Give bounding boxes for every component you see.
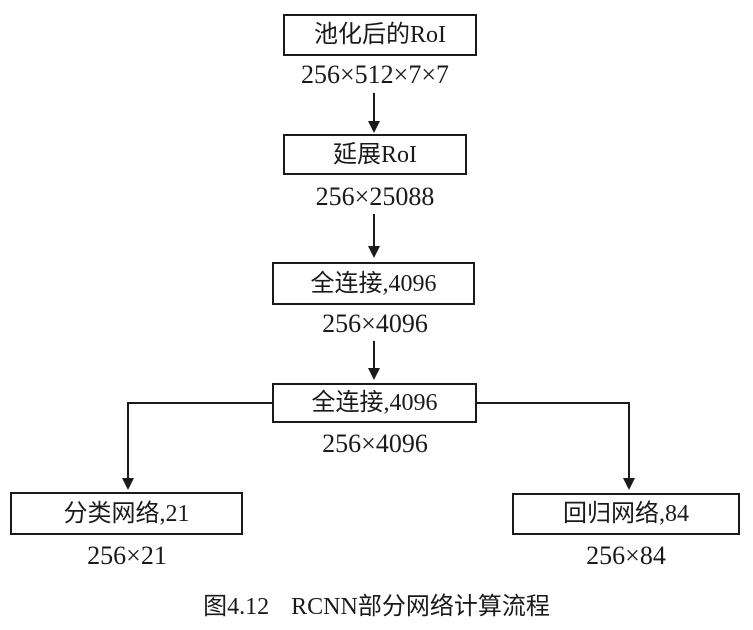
figure-title: RCNN部分网络计算流程	[291, 594, 550, 620]
dim-extended-roi: 256×25088	[315, 182, 435, 211]
arrowhead-to-fc1	[368, 246, 380, 258]
node-fc-1: 全连接,4096	[272, 262, 475, 305]
arrowhead-to-fc2	[368, 368, 380, 380]
arrowhead-to-classification	[122, 478, 134, 490]
node-classification: 分类网络,21	[10, 492, 243, 535]
arrowhead-to-extended	[368, 121, 380, 133]
node-extended-roi: 延展RoI	[283, 134, 467, 175]
node-fc-2: 全连接,4096	[272, 383, 477, 423]
dim-regression: 256×84	[586, 541, 666, 570]
dim-pooled-roi: 256×512×7×7	[301, 60, 449, 89]
dim-fc-1: 256×4096	[322, 309, 428, 338]
dim-fc-2: 256×4096	[322, 429, 428, 458]
arrow-line-fc2-to-regression	[477, 402, 630, 480]
node-pooled-roi: 池化后的RoI	[283, 14, 477, 56]
figure-number: 图4.12	[203, 594, 270, 620]
dim-classification: 256×21	[87, 541, 167, 570]
arrow-line-fc2-to-classification	[127, 402, 272, 480]
figure-caption: 图4.12 RCNN部分网络计算流程	[0, 586, 753, 621]
node-regression: 回归网络,84	[512, 493, 740, 535]
arrowhead-to-regression	[623, 478, 635, 490]
